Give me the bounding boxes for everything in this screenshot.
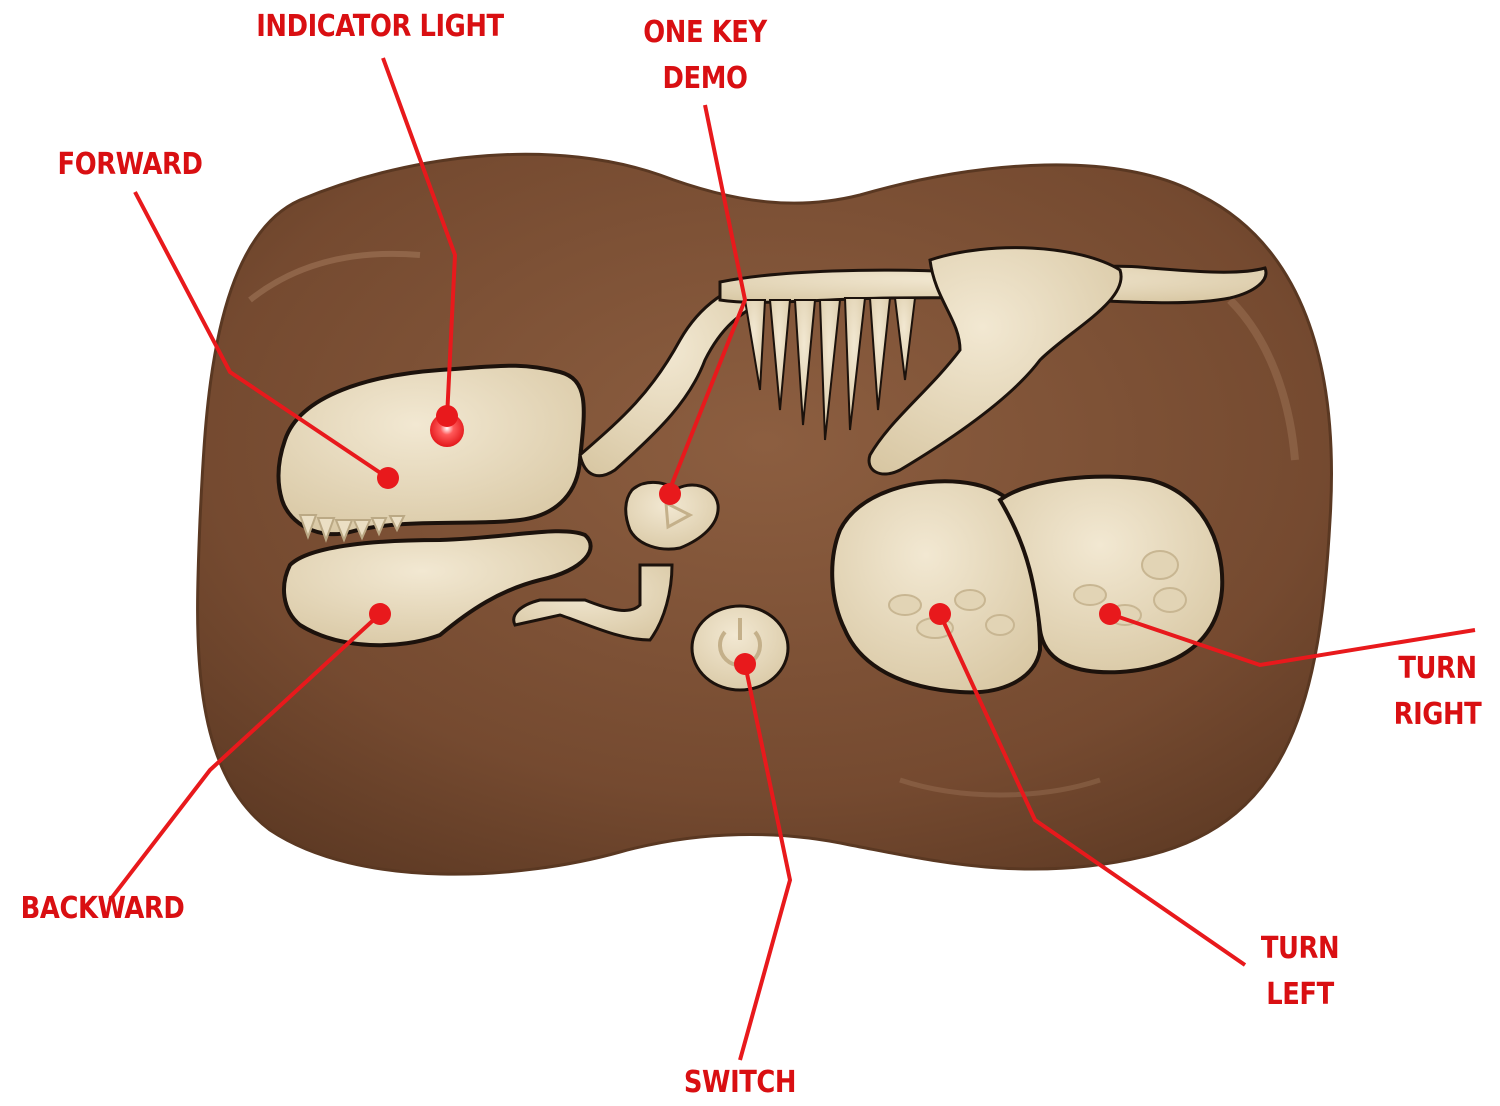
label-line: DEMO <box>662 61 748 96</box>
label-line: ONE KEY <box>643 15 767 50</box>
label-line: TURN <box>1260 931 1340 966</box>
neck-bones <box>578 278 773 478</box>
label-turn-left: TURN LEFT <box>1244 926 1356 1018</box>
leg-bones <box>867 246 1123 476</box>
turn-left-button[interactable] <box>830 479 1043 695</box>
label-line: RIGHT <box>1393 697 1482 732</box>
leader-dots <box>369 405 1121 675</box>
label-line: FORWARD <box>57 147 203 182</box>
power-switch[interactable] <box>690 604 790 692</box>
label-line: BACKWARD <box>20 891 185 926</box>
turn-right-button[interactable] <box>997 474 1225 675</box>
label-line: TURN <box>1398 651 1477 686</box>
backward-button-jaw[interactable] <box>282 529 593 648</box>
label-line: INDICATOR LIGHT <box>256 9 504 44</box>
label-switch: SWITCH <box>663 1060 818 1106</box>
play-icon <box>664 500 694 530</box>
label-backward: BACKWARD <box>14 886 190 932</box>
label-forward: FORWARD <box>44 142 216 188</box>
label-indicator-light: INDICATOR LIGHT <box>234 4 526 50</box>
label-one-key-demo: ONE KEY DEMO <box>623 10 786 102</box>
leader-lines <box>108 57 1476 1061</box>
label-line: SWITCH <box>683 1065 797 1100</box>
label-turn-right: TURN RIGHT <box>1384 646 1492 738</box>
arm-bones <box>512 563 674 642</box>
label-line: LEFT <box>1266 977 1334 1012</box>
